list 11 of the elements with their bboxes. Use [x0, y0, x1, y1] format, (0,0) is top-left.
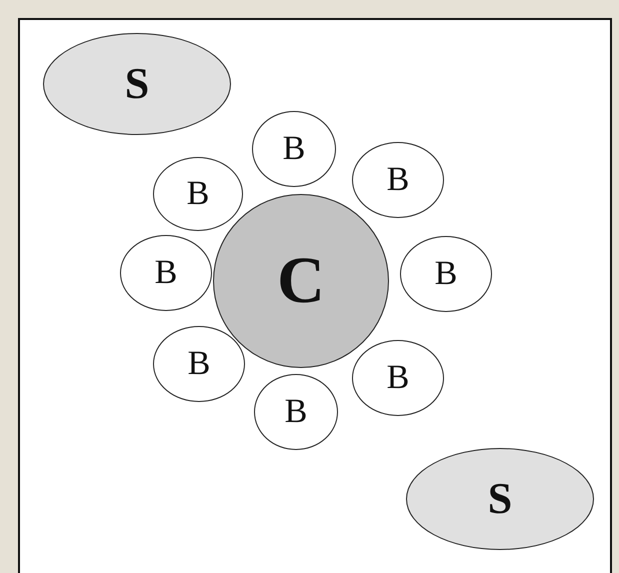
- node-label: B: [154, 256, 178, 290]
- node-label: B: [284, 395, 308, 429]
- node-label: S: [124, 62, 150, 106]
- node-label: B: [282, 132, 306, 166]
- node-label: S: [488, 477, 512, 521]
- node-label: C: [277, 248, 325, 314]
- node-label: B: [188, 347, 210, 381]
- node-label: B: [186, 177, 210, 211]
- node-label: B: [434, 257, 458, 291]
- node-label: B: [386, 163, 410, 197]
- node-label: B: [386, 361, 410, 395]
